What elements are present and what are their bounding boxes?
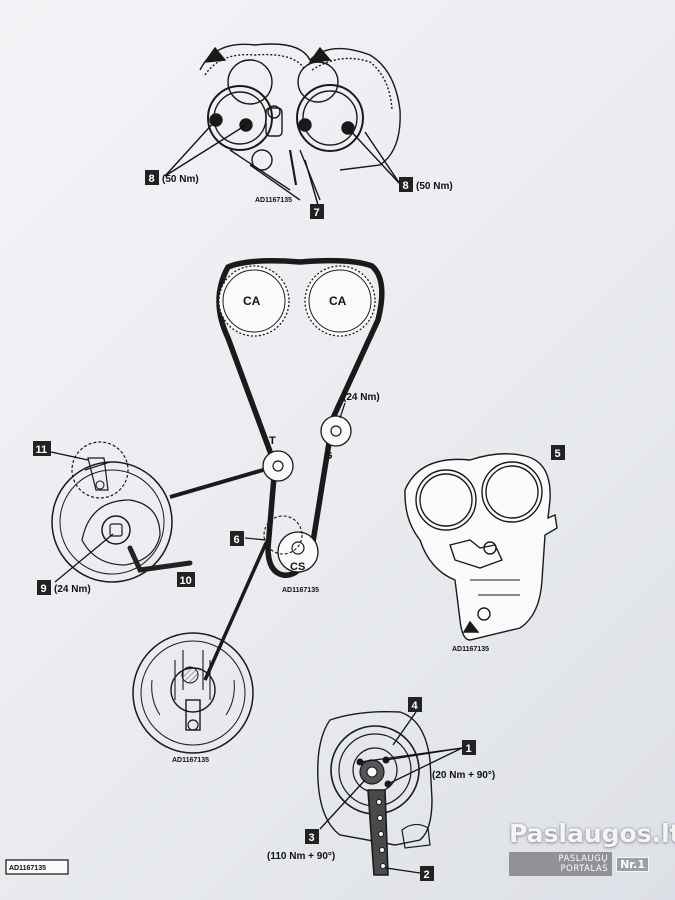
tensioner-leader <box>169 468 264 499</box>
tensioner-pulley <box>262 450 294 482</box>
figure-code-belt: AD1167135 <box>282 587 319 594</box>
svg-text:(50 Nm): (50 Nm) <box>416 181 453 192</box>
svg-text:2: 2 <box>424 869 430 881</box>
watermark: Paslaugos.lt PASLAUGŲ PORTALAS Nr.1 <box>509 819 675 876</box>
belt-routing: CA CA (24 Nm) G T CS 6 AD1167135 <box>216 257 385 594</box>
watermark-portal: PASLAUGŲ PORTALAS <box>509 852 613 876</box>
tensioner-label: T <box>269 435 276 447</box>
camshaft-pulley-right <box>304 265 376 337</box>
tensioner-indicator-circle <box>71 441 129 499</box>
svg-text:(20 Nm + 90°): (20 Nm + 90°) <box>432 770 495 781</box>
svg-text:(24 Nm): (24 Nm) <box>54 584 91 595</box>
watermark-badge: Nr.1 <box>616 856 649 872</box>
callout-10: 10 <box>177 572 195 587</box>
idler-pulley <box>320 415 352 447</box>
callout-3: 3 (110 Nm + 90°) <box>267 829 335 862</box>
crank-pulley-detail <box>317 711 433 876</box>
figure-code-crank: AD1167135 <box>172 757 209 764</box>
timing-cover <box>404 453 558 641</box>
tensioner-detail <box>51 441 193 583</box>
callout-6: 6 <box>230 531 267 546</box>
svg-text:11: 11 <box>36 444 48 456</box>
svg-text:5: 5 <box>555 448 561 460</box>
camshaft-sprockets-view <box>199 43 401 201</box>
callout-leaders-bottom <box>319 711 463 874</box>
callout-leaders-top <box>164 119 401 206</box>
camshaft-pulley-left <box>218 265 290 337</box>
callout-8-left: 8 (50 Nm) <box>145 170 199 185</box>
callout-7: 7 <box>310 204 324 219</box>
watermark-sub: PASLAUGŲ PORTALAS Nr.1 <box>509 852 649 876</box>
svg-text:7: 7 <box>314 207 320 219</box>
svg-text:(110 Nm + 90°): (110 Nm + 90°) <box>267 851 335 862</box>
callout-9: 9 (24 Nm) <box>37 533 114 595</box>
svg-text:8: 8 <box>403 180 409 192</box>
timing-belt <box>216 257 385 578</box>
callout-2: 2 <box>420 866 434 881</box>
watermark-title: Paslaugos.lt <box>509 819 675 848</box>
callout-8-right: 8 (50 Nm) <box>399 177 453 192</box>
idler-torque-label: (24 Nm) <box>343 392 380 403</box>
hex-key <box>127 545 193 573</box>
crank-detail-leader <box>203 542 268 681</box>
crank-label: CS <box>290 561 305 573</box>
figure-code-top: AD1167135 <box>255 197 292 204</box>
crank-sprocket-detail <box>132 632 254 754</box>
crank-detail-circle <box>263 515 303 555</box>
svg-text:3: 3 <box>309 832 315 844</box>
svg-text:8: 8 <box>149 173 155 185</box>
svg-text:4: 4 <box>412 700 419 712</box>
svg-text:6: 6 <box>234 534 240 546</box>
figure-code-cover: AD1167135 <box>452 646 489 653</box>
svg-text:9: 9 <box>41 583 47 595</box>
svg-text:1: 1 <box>466 743 472 755</box>
callout-11: 11 <box>33 441 89 461</box>
callout-5: 5 <box>551 445 565 460</box>
idler-label: G <box>324 450 333 462</box>
callout-4: 4 <box>408 697 422 712</box>
cam-label-left: CA <box>243 294 261 308</box>
footer-figure-code: AD1167135 <box>5 859 69 875</box>
svg-text:(50 Nm): (50 Nm) <box>162 174 199 185</box>
callout-1: 1 (20 Nm + 90°) <box>432 740 495 781</box>
svg-text:10: 10 <box>180 575 192 587</box>
svg-text:AD1167135: AD1167135 <box>9 865 46 872</box>
cam-label-right: CA <box>329 294 347 308</box>
crankshaft-pulley <box>277 531 319 573</box>
